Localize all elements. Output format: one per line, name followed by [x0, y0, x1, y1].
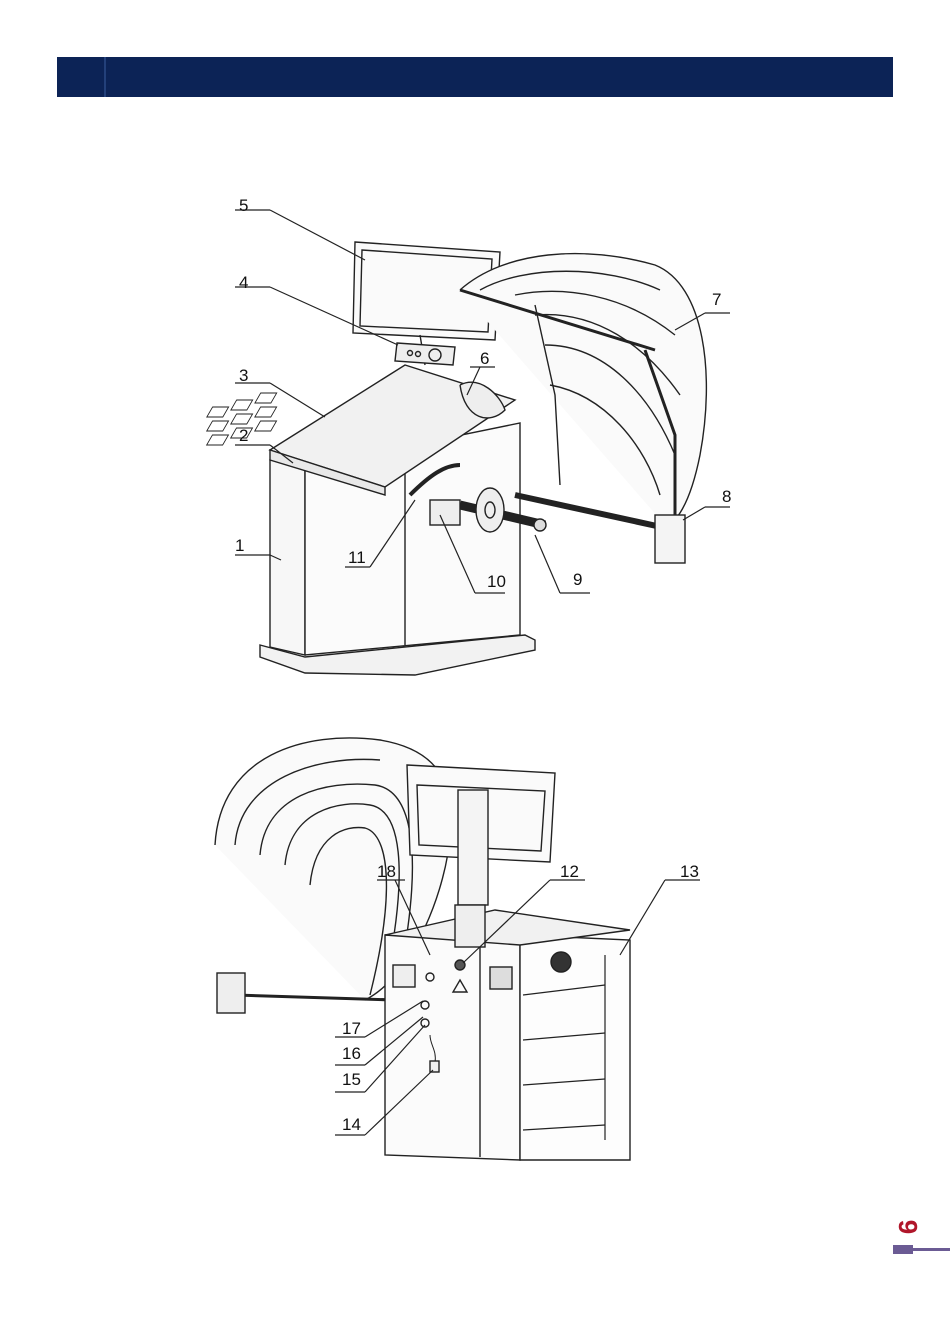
callout-13: 13	[680, 863, 699, 880]
callout-7: 7	[712, 291, 721, 308]
callout-10: 10	[487, 573, 506, 590]
machine-drawing	[205, 195, 745, 1180]
header-tab	[57, 57, 106, 97]
header-bar	[57, 57, 893, 97]
callout-16: 16	[342, 1045, 361, 1062]
machine-illustration: 5 4 3 2 1 6 7 8 9 10 11 12 13 14 15 16 1…	[205, 195, 745, 1180]
callout-3: 3	[239, 367, 248, 384]
callout-8: 8	[722, 488, 731, 505]
callout-17: 17	[342, 1020, 361, 1037]
callout-11: 11	[348, 549, 366, 566]
callout-1: 1	[235, 537, 244, 554]
page-number: 9	[893, 1203, 923, 1251]
callout-12: 12	[560, 863, 579, 880]
callout-18: 18	[377, 863, 396, 880]
callout-2: 2	[239, 427, 248, 444]
page-rule	[893, 1248, 950, 1251]
callout-6: 6	[480, 350, 489, 367]
callout-14: 14	[342, 1116, 361, 1133]
callout-4: 4	[239, 274, 248, 291]
callout-15: 15	[342, 1071, 361, 1088]
callout-9: 9	[573, 571, 582, 588]
callout-5: 5	[239, 197, 248, 214]
